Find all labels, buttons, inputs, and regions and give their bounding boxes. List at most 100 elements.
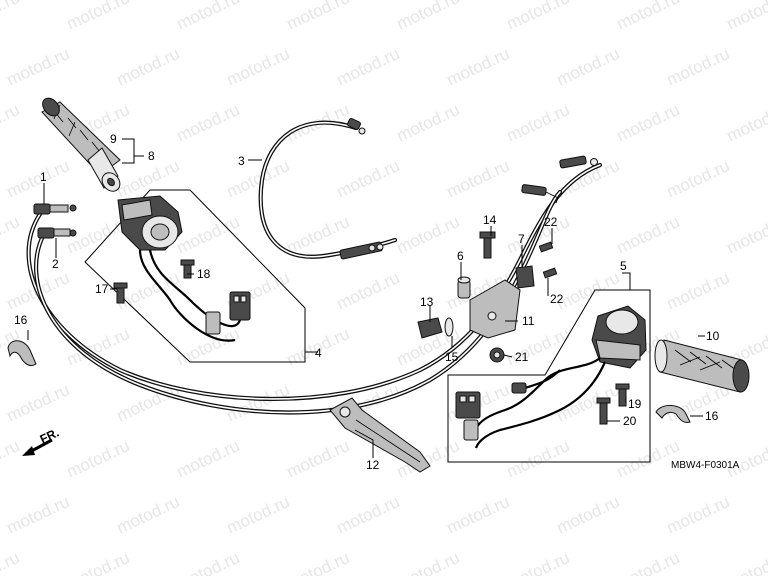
watermark-text: motod.ru [0, 548, 22, 576]
watermark-text: motod.ru [4, 380, 73, 426]
watermark-text: motod.ru [0, 0, 22, 34]
watermark-text: motod.ru [614, 0, 683, 34]
right-cable-clamp [655, 405, 691, 423]
watermark-text: motod.ru [284, 436, 353, 482]
watermark-text: motod.ru [614, 100, 683, 146]
watermark-text: motod.ru [504, 324, 573, 370]
watermark-text: motod.ru [444, 44, 513, 90]
watermark-text: motod.ru [64, 0, 133, 34]
callout-11: 11 [522, 314, 535, 328]
watermark-text: motod.ru [554, 268, 623, 314]
watermark-text: motod.ru [334, 268, 403, 314]
callout-8: 8 [148, 149, 155, 163]
watermark-text: motod.ru [664, 492, 733, 538]
watermark-text: motod.ru [394, 548, 463, 576]
watermark-text: motod.ru [334, 156, 403, 202]
right-grip [654, 339, 750, 393]
watermark-text: motod.ru [224, 44, 293, 90]
watermark-text: motod.ru [224, 492, 293, 538]
watermark-text: motod.ru [504, 436, 573, 482]
watermark-text: motod.ru [224, 380, 293, 426]
watermark-text: motod.ru [0, 436, 22, 482]
callout-16-left: 16 [14, 313, 28, 327]
watermark-text: motod.ru [724, 436, 768, 482]
throttle-cables [26, 155, 603, 415]
watermark-text: motod.ru [174, 100, 243, 146]
watermark-text: motod.ru [394, 100, 463, 146]
callout-16-right: 16 [705, 409, 719, 423]
watermark-text: motod.ru [664, 44, 733, 90]
callout-21: 21 [515, 350, 529, 364]
callout-5: 5 [620, 259, 627, 273]
callout-20: 20 [623, 414, 637, 428]
watermark-text: motod.ru [174, 212, 243, 258]
leader-lines [27, 138, 705, 458]
watermark-text: motod.ru [174, 436, 243, 482]
watermark-text: motod.ru [4, 156, 73, 202]
watermark-text: motod.ru [724, 0, 768, 34]
callout-7: 7 [518, 232, 525, 246]
watermark-text: motod.ru [724, 100, 768, 146]
watermark-text: motod.ru [394, 0, 463, 34]
callout-13: 13 [420, 295, 434, 309]
watermark-text: motod.ru [724, 212, 768, 258]
watermark-text: motod.ru [444, 492, 513, 538]
front-direction-label: FR. [38, 425, 61, 446]
left-cable-clamp [7, 340, 37, 367]
watermark-text: motod.ru [4, 44, 73, 90]
callout-10: 10 [706, 329, 720, 343]
clutch-lever [329, 397, 431, 473]
watermark-text: motod.ru [504, 100, 573, 146]
callout-labels: 1 2 3 4 5 6 7 8 9 10 11 12 13 14 15 16 1… [14, 132, 740, 472]
watermark-text: motod.ru [334, 44, 403, 90]
watermark-text: motod.ru [334, 492, 403, 538]
front-direction-arrow [22, 438, 53, 456]
right-small-parts [417, 231, 558, 363]
watermark-text: motod.ru [614, 548, 683, 576]
watermark-text: motod.ru [64, 548, 133, 576]
right-switch-assembly-box [447, 289, 651, 463]
left-grip [41, 97, 121, 192]
watermark-text: motod.ru [114, 492, 183, 538]
left-switch-assembly-box [84, 189, 306, 363]
watermark-text: motod.ru [664, 156, 733, 202]
watermark-text: motod.ru [224, 156, 293, 202]
callout-1: 1 [40, 170, 47, 184]
watermark-text: motod.ru [174, 548, 243, 576]
watermark-text: motod.ru [0, 100, 22, 146]
callout-9: 9 [110, 132, 117, 146]
watermark-text: motod.ru [0, 212, 22, 258]
watermark-text: motod.ru [4, 492, 73, 538]
callout-4: 4 [315, 346, 322, 360]
watermark-text: motod.ru [614, 436, 683, 482]
watermark-text: motod.ru [664, 268, 733, 314]
watermark-text: motod.ru [554, 492, 623, 538]
watermark-text: motod.ru [444, 156, 513, 202]
callout-2: 2 [52, 257, 59, 271]
cable-adjusters [33, 203, 77, 239]
watermark-text: motod.ru [554, 44, 623, 90]
callout-6: 6 [457, 249, 464, 263]
callout-14: 14 [483, 213, 497, 227]
callout-3: 3 [238, 154, 245, 168]
callout-22-top: 22 [544, 215, 558, 229]
drawing-code: MBW4-F0301A [671, 460, 740, 471]
callout-19: 19 [628, 397, 642, 411]
callout-15: 15 [445, 350, 459, 364]
callout-17: 17 [95, 282, 109, 296]
callout-22-bottom: 22 [550, 292, 564, 306]
clutch-cable [258, 117, 398, 260]
watermark-text: motod.ru [284, 548, 353, 576]
watermark-text: motod.ru [724, 548, 768, 576]
watermark-text: motod.ru [614, 212, 683, 258]
watermark-text: motod.ru [504, 548, 573, 576]
watermark-text: motod.ru [504, 0, 573, 34]
watermark-text: motod.ru [284, 0, 353, 34]
watermark-text: motod.ru [64, 436, 133, 482]
callout-18: 18 [197, 267, 211, 281]
watermark-text: motod.ru [554, 380, 623, 426]
watermark-text: motod.ru [174, 0, 243, 34]
watermark-text: motod.ru [114, 44, 183, 90]
